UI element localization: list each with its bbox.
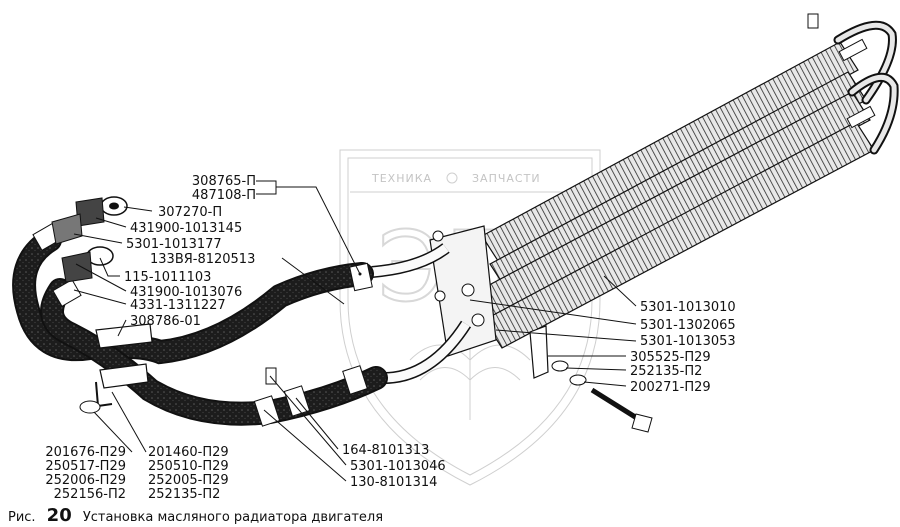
wheat-icon <box>409 340 531 420</box>
label-164-8101313: 164-8101313 <box>342 443 429 458</box>
bleed-screw <box>807 13 819 29</box>
watermark-right-text: ЗАПЧАСТИ <box>472 172 541 185</box>
end-clamp-lower <box>846 105 876 129</box>
radiator-tube-3 <box>475 91 871 321</box>
gear-icon <box>446 172 458 184</box>
label-115-1011103: 115-1011103 <box>124 270 211 285</box>
label-252005: 252005-П29 <box>148 473 229 488</box>
label-5301-1013010: 5301-1013010 <box>640 300 736 315</box>
caption-prefix: Рис. <box>8 510 36 525</box>
part-labels: 308765-П 487108-П 307270-П 431900-101314… <box>45 174 735 502</box>
leader-lines <box>73 180 637 482</box>
label-250510: 250510-П29 <box>148 459 229 474</box>
label-133vya: 133ВЯ-8120513 <box>150 252 255 267</box>
label-252006: 252006-П29 <box>45 473 126 488</box>
end-clamp-upper <box>838 38 868 62</box>
label-5301-1013177: 5301-1013177 <box>126 237 222 252</box>
clip-bracket <box>529 325 549 379</box>
hose-bracket <box>79 323 153 414</box>
label-307270: 307270-П <box>158 205 222 220</box>
hose-lower <box>40 278 388 426</box>
label-200271: 200271-П29 <box>630 380 711 395</box>
label-431900-1013145: 431900-1013145 <box>130 221 242 236</box>
caption-line: Рис. 20 Установка масляного радиатора дв… <box>8 505 383 526</box>
label-130-8101314: 130-8101314 <box>350 475 437 490</box>
label-201460: 201460-П29 <box>148 445 229 460</box>
label-5301-1013053: 5301-1013053 <box>640 334 736 349</box>
radiator-tube-1 <box>481 41 859 265</box>
label-252135-b: 252135-П2 <box>148 487 220 502</box>
watermark-left-text: ТЕХНИКА <box>371 172 432 185</box>
hose-upper <box>12 228 374 365</box>
label-308786-01: 308786-01 <box>130 314 201 329</box>
figure-caption: Рис. 20 Установка масляного радиатора дв… <box>8 505 383 526</box>
label-252135-a: 252135-П2 <box>630 364 702 379</box>
watermark-shield <box>339 149 601 486</box>
fittings-top-left <box>51 196 128 283</box>
radiator-assembly <box>475 13 899 349</box>
label-487108: 487108-П <box>192 188 256 203</box>
label-431900-1013076: 431900-1013076 <box>130 285 242 300</box>
caption-number: 20 <box>47 505 72 526</box>
bolt <box>590 387 642 423</box>
label-308765: 308765-П <box>192 174 256 189</box>
label-305525: 305525-П29 <box>630 350 711 365</box>
label-250517: 250517-П29 <box>45 459 126 474</box>
label-5301-1013046: 5301-1013046 <box>350 459 446 474</box>
label-5301-1302065: 5301-1302065 <box>640 318 736 333</box>
watermark-shield-inner <box>347 157 593 476</box>
label-252156: 252156-П2 <box>54 487 126 502</box>
caption-title: Установка масляного радиатора двигателя <box>83 510 383 525</box>
bolt-assembly <box>529 325 653 433</box>
label-4331-1311227: 4331-1311227 <box>130 298 226 313</box>
front-bracket <box>429 225 497 357</box>
label-201676: 201676-П29 <box>45 445 126 460</box>
